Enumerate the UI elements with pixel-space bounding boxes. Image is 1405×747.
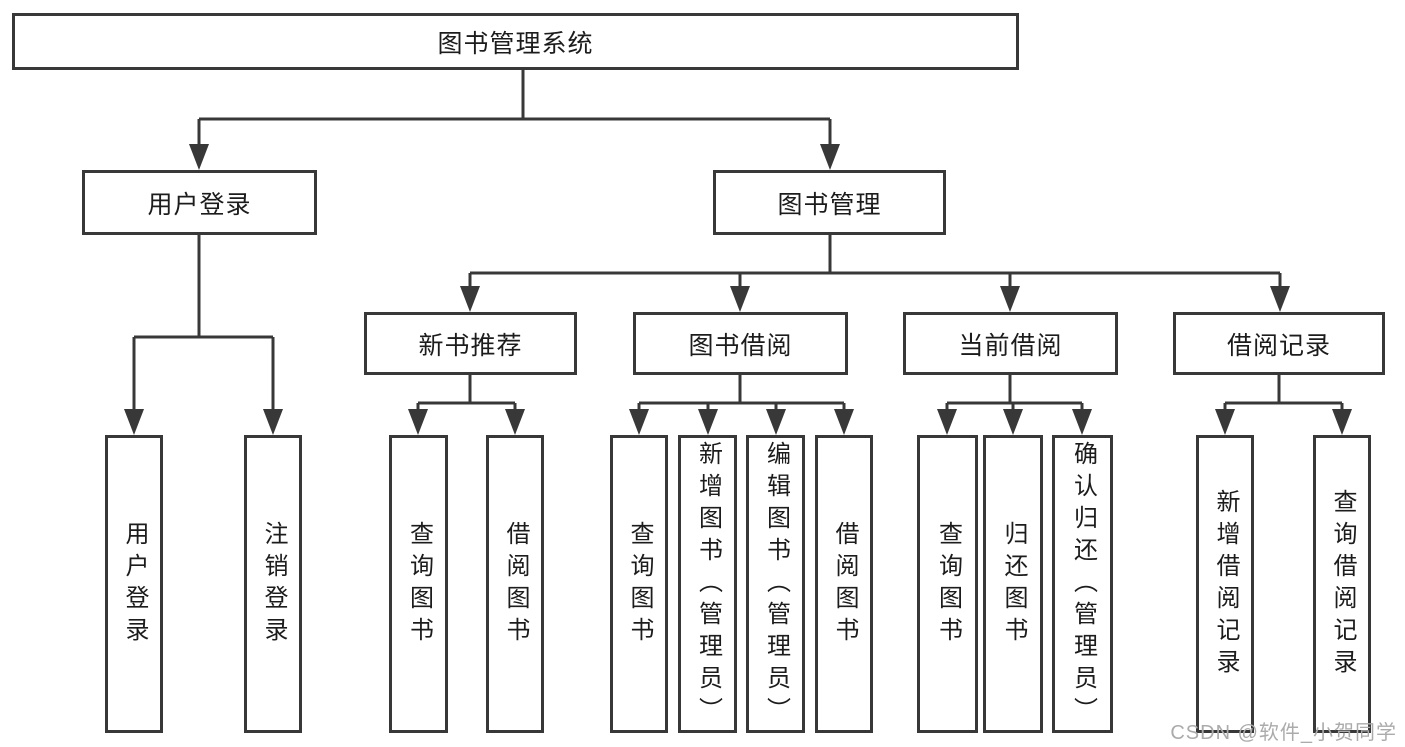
node-book-management: 图书管理 — [713, 170, 946, 235]
leaf-query-books-current: 查询图书 — [917, 435, 978, 733]
leaf-query-books-borrowing: 查询图书 — [610, 435, 668, 733]
node-root-system: 图书管理系统 — [12, 13, 1019, 70]
leaf-edit-book-admin: 编辑图书（管理员） — [746, 435, 805, 733]
node-new-book-recommend: 新书推荐 — [364, 312, 577, 375]
leaf-return-book: 归还图书 — [983, 435, 1043, 733]
leaf-query-borrow-record: 查询借阅记录 — [1313, 435, 1371, 733]
leaf-add-book-admin: 新增图书（管理员） — [678, 435, 737, 733]
node-borrow-records: 借阅记录 — [1173, 312, 1385, 375]
arrowheads — [124, 144, 1352, 435]
node-current-borrowing: 当前借阅 — [903, 312, 1118, 375]
node-book-borrowing: 图书借阅 — [633, 312, 848, 375]
leaf-confirm-return-admin: 确认归还（管理员） — [1052, 435, 1113, 733]
leaf-borrow-books-borrowing: 借阅图书 — [815, 435, 873, 733]
leaf-query-books-recommend: 查询图书 — [389, 435, 448, 733]
leaf-add-borrow-record: 新增借阅记录 — [1196, 435, 1254, 733]
leaf-user-login: 用户登录 — [105, 435, 163, 733]
leaf-logout-login: 注销登录 — [244, 435, 302, 733]
csdn-watermark: CSDN @软件_小贺同学 — [1170, 722, 1397, 744]
node-user-login: 用户登录 — [82, 170, 317, 235]
leaf-borrow-books-recommend: 借阅图书 — [486, 435, 544, 733]
